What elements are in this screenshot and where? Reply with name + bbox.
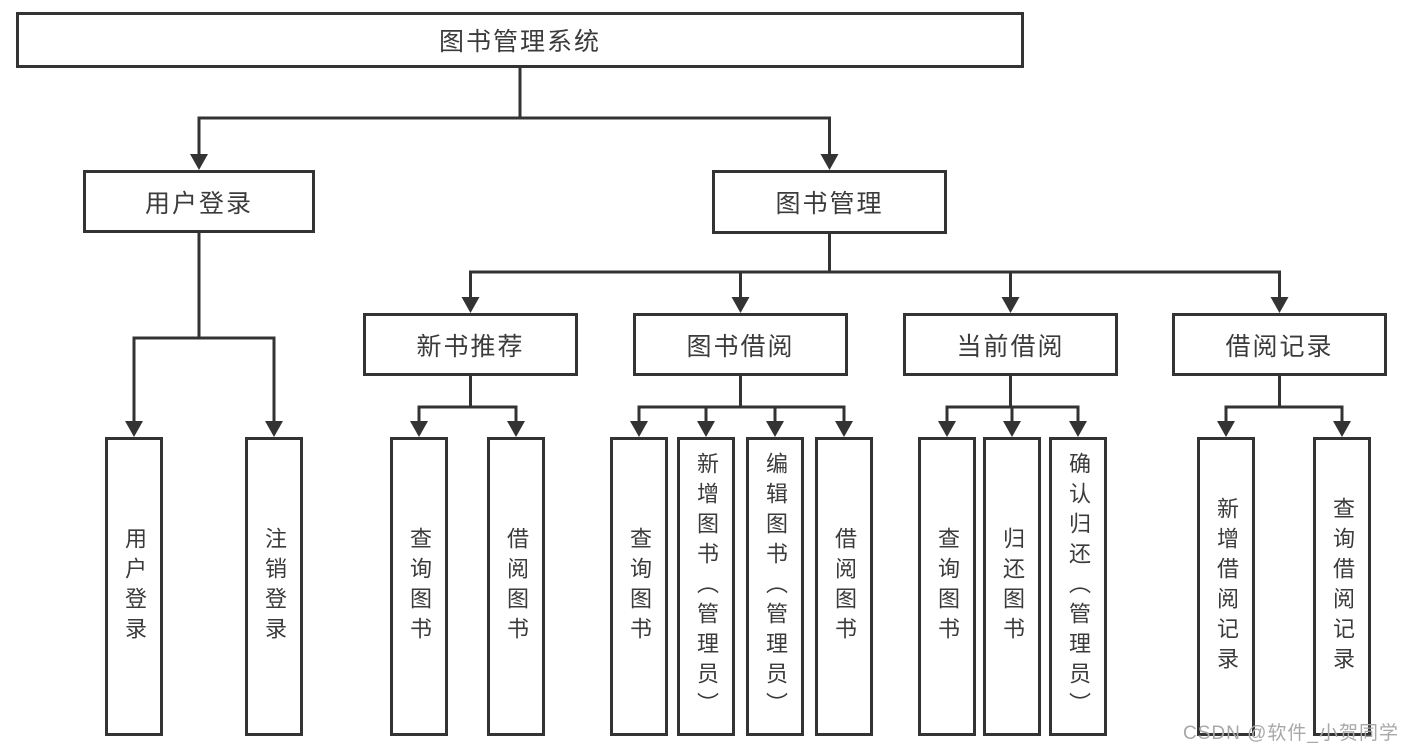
arrow-down-icon	[835, 421, 853, 437]
connector-user-login-split	[125, 233, 283, 437]
node-root: 图书管理系统	[16, 12, 1024, 68]
arrow-down-icon	[938, 421, 956, 437]
leaf-cb-query-books: 查询图书	[918, 437, 976, 736]
arrow-down-icon	[507, 421, 525, 437]
arrow-down-icon	[731, 297, 750, 313]
arrow-down-icon	[190, 154, 208, 170]
leaf-nb-query-books: 查询图书	[390, 437, 448, 736]
arrow-down-icon	[410, 421, 428, 437]
connector-book-management-split	[461, 234, 1289, 313]
connector-current-borrow-split	[938, 376, 1087, 437]
connector-borrow-records-split	[1217, 376, 1351, 437]
node-user-login-label: 用户登录	[144, 189, 253, 218]
leaf-nb-borrow-books-label: 借阅图书	[504, 526, 529, 647]
node-book-management: 图书管理	[712, 170, 947, 234]
arrow-down-icon	[697, 421, 715, 437]
node-borrow-records: 借阅记录	[1172, 313, 1387, 376]
leaf-br-query-record: 查询借阅记录	[1313, 437, 1371, 736]
node-user-login: 用户登录	[83, 170, 315, 233]
node-current-borrow: 当前借阅	[903, 313, 1118, 376]
node-new-book-recommend-label: 新书推荐	[416, 332, 525, 361]
arrow-down-icon	[1069, 421, 1087, 437]
arrow-down-icon	[766, 421, 784, 437]
connector-new-book-split	[410, 376, 525, 437]
connector-book-borrow-split	[630, 376, 853, 437]
arrow-down-icon	[1333, 421, 1351, 437]
arrow-down-icon	[461, 297, 480, 313]
arrow-down-icon	[125, 421, 143, 437]
arrow-down-icon	[1217, 421, 1235, 437]
node-borrow-records-label: 借阅记录	[1225, 332, 1334, 361]
leaf-br-add-record: 新增借阅记录	[1197, 437, 1255, 736]
leaf-bb-query-books: 查询图书	[610, 437, 668, 736]
leaf-cb-query-books-label: 查询图书	[935, 526, 960, 647]
leaf-cb-return-books-label: 归还图书	[1000, 526, 1025, 647]
leaf-br-query-record-label: 查询借阅记录	[1330, 496, 1355, 677]
node-book-management-label: 图书管理	[775, 190, 884, 218]
leaf-bb-add-books-admin-label: 新增图书（管理员）	[694, 451, 719, 722]
arrow-down-icon	[1003, 421, 1021, 437]
arrow-down-icon	[1001, 297, 1020, 313]
arrow-down-icon	[820, 154, 839, 170]
leaf-cb-confirm-return-admin-label: 确认归还（管理员）	[1066, 451, 1091, 722]
leaf-bb-add-books-admin: 新增图书（管理员）	[677, 437, 735, 736]
leaf-logout: 注销登录	[245, 437, 303, 736]
leaf-cb-return-books: 归还图书	[983, 437, 1041, 736]
leaf-bb-edit-books-admin-label: 编辑图书（管理员）	[763, 451, 788, 722]
arrow-down-icon	[265, 421, 283, 437]
leaf-user-login: 用户登录	[105, 437, 163, 736]
node-root-label: 图书管理系统	[438, 28, 601, 56]
leaf-bb-query-books-label: 查询图书	[627, 526, 652, 647]
leaf-bb-borrow-books: 借阅图书	[815, 437, 873, 736]
arrow-down-icon	[1270, 297, 1289, 313]
leaf-bb-borrow-books-label: 借阅图书	[832, 526, 857, 647]
connector-root-split	[190, 68, 839, 170]
leaf-br-add-record-label: 新增借阅记录	[1214, 496, 1239, 677]
node-book-borrow-label: 图书借阅	[686, 332, 795, 361]
leaf-nb-borrow-books: 借阅图书	[487, 437, 545, 736]
node-current-borrow-label: 当前借阅	[956, 332, 1065, 361]
leaf-nb-query-books-label: 查询图书	[407, 526, 432, 647]
arrow-down-icon	[630, 421, 648, 437]
node-book-borrow: 图书借阅	[633, 313, 848, 376]
leaf-cb-confirm-return-admin: 确认归还（管理员）	[1049, 437, 1107, 736]
leaf-user-login-label: 用户登录	[122, 526, 147, 647]
watermark: CSDN @软件_小贺同学	[1183, 723, 1399, 744]
leaf-logout-label: 注销登录	[262, 526, 287, 647]
leaf-bb-edit-books-admin: 编辑图书（管理员）	[746, 437, 804, 736]
node-new-book-recommend: 新书推荐	[363, 313, 578, 376]
